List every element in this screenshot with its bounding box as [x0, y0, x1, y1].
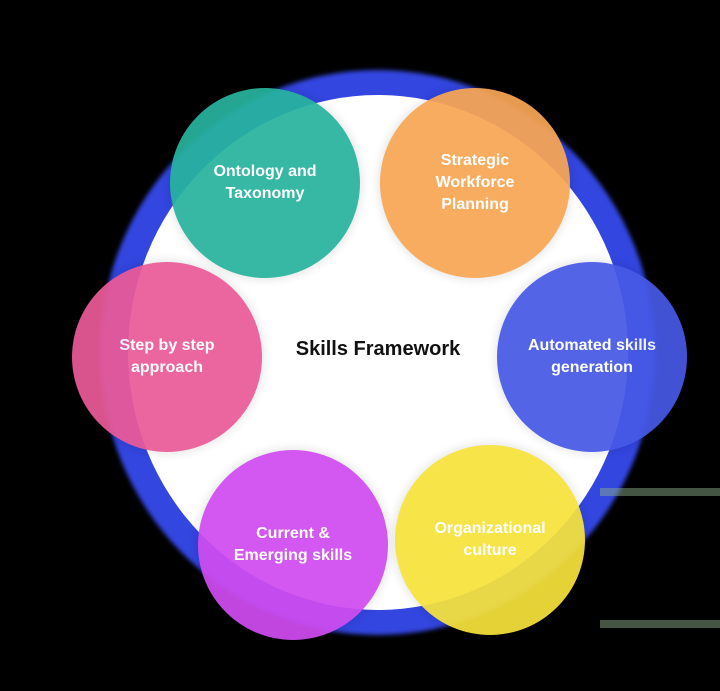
node-label: Step by step approach — [119, 337, 215, 376]
node-ontology-taxonomy: Ontology and Taxonomy — [170, 88, 360, 278]
node-label: Current & Emerging skills — [233, 525, 353, 564]
artifact-line — [600, 488, 720, 496]
node-label: Automated skills generation — [527, 337, 657, 376]
artifact-line — [600, 620, 720, 628]
node-step-by-step-approach: Step by step approach — [72, 262, 262, 452]
node-current-emerging-skills: Current & Emerging skills — [198, 450, 388, 640]
diagram-title: Skills Framework — [295, 338, 461, 360]
node-label: Strategic Workforce Planning — [435, 152, 515, 213]
node-label: Ontology and Taxonomy — [213, 163, 317, 202]
node-label: Organizational culture — [434, 520, 546, 559]
node-automated-skills-generation: Automated skills generation — [497, 262, 687, 452]
node-organizational-culture: Organizational culture — [395, 445, 585, 635]
node-strategic-workforce-planning: Strategic Workforce Planning — [380, 88, 570, 278]
